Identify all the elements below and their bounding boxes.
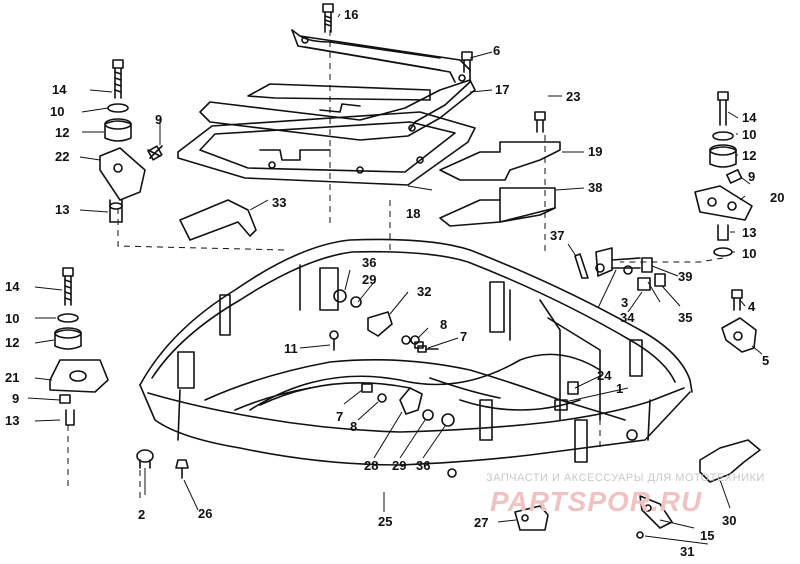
linkage-parts-shape: [574, 247, 666, 291]
part-label-8a: 8: [440, 317, 448, 332]
part-label-12b: 12: [742, 148, 757, 163]
upper-small-parts-shape: [329, 289, 439, 353]
seal-frame-shape: [199, 29, 476, 141]
right-mount-stack-shape: [694, 91, 753, 257]
lower-left-stack-shape: [49, 267, 109, 426]
part-label-10b: 10: [742, 127, 757, 142]
part-label-3: 3: [621, 295, 629, 310]
watermark-logo: PARTSPOR.RU: [490, 486, 703, 517]
part-label-10a: 10: [50, 104, 65, 119]
bottom-fasteners-shape: [136, 449, 189, 479]
part-label-13c: 13: [5, 413, 20, 428]
part-label-20: 20: [770, 190, 785, 205]
mounting-plate-shape: [177, 111, 476, 186]
part-label-12a: 12: [55, 125, 70, 140]
part-label-18: 18: [406, 206, 421, 221]
part-label-32: 32: [417, 284, 432, 299]
part-label-21: 21: [5, 370, 20, 385]
lower-cover-shape: [139, 238, 693, 478]
part-label-34: 34: [620, 310, 635, 325]
part-label-5: 5: [762, 353, 770, 368]
part-label-7b: 7: [336, 409, 344, 424]
part-label-9a: 9: [155, 112, 163, 127]
part-label-4: 4: [748, 299, 756, 314]
lower-small-parts-shape: [361, 335, 579, 427]
bolt-16-shape: [322, 3, 334, 33]
part-label-15: 15: [700, 528, 715, 543]
part-label-28: 28: [364, 458, 379, 473]
part-label-23: 23: [566, 89, 581, 104]
part-label-25: 25: [378, 514, 393, 529]
part-label-33: 33: [272, 195, 287, 210]
plate-38-shape: [439, 187, 556, 227]
part-label-13a: 13: [55, 202, 70, 217]
part-label-10d: 10: [5, 311, 20, 326]
watermark-caption: ЗАПЧАСТИ И АКСЕССУАРЫ ДЛЯ МОТОТЕХНИКИ: [486, 472, 765, 484]
part-label-38: 38: [588, 180, 603, 195]
part-label-17: 17: [495, 82, 510, 97]
part-label-29a: 29: [362, 272, 377, 287]
part-label-14b: 14: [742, 110, 757, 125]
part-label-30: 30: [722, 513, 737, 528]
part-label-1: 1: [616, 381, 624, 396]
left-mount-stack-shape: [99, 59, 163, 223]
part-label-37: 37: [550, 228, 565, 243]
bottom-right-parts-shape: [514, 495, 673, 539]
part-label-7a: 7: [460, 329, 468, 344]
part-label-14c: 14: [5, 279, 20, 294]
part-label-19: 19: [588, 144, 603, 159]
screw-23-shape: [534, 111, 546, 133]
part-label-13b: 13: [742, 225, 757, 240]
part-label-10c: 10: [742, 246, 757, 261]
part-label-24: 24: [597, 368, 612, 383]
part-label-29b: 29: [392, 458, 407, 473]
part-label-16: 16: [344, 7, 359, 22]
part-label-31: 31: [680, 544, 695, 559]
part-label-22: 22: [55, 149, 70, 164]
part-label-27: 27: [474, 515, 489, 530]
part-label-9b: 9: [748, 169, 756, 184]
part-label-26: 26: [198, 506, 213, 521]
part-label-8b: 8: [350, 419, 358, 434]
plate-19-shape: [439, 141, 561, 181]
part-label-35: 35: [678, 310, 693, 325]
part-label-39: 39: [678, 269, 693, 284]
part-label-36a: 36: [362, 255, 377, 270]
part-label-6: 6: [493, 43, 501, 58]
part-label-14a: 14: [52, 82, 67, 97]
handle-30-shape: [699, 439, 761, 483]
bolt-6-shape: [461, 51, 473, 73]
part-label-36b: 36: [416, 458, 431, 473]
part-label-2: 2: [138, 507, 146, 522]
lever-33-shape: [179, 199, 257, 241]
part-label-12c: 12: [5, 335, 20, 350]
part-label-9c: 9: [12, 391, 20, 406]
part-label-11: 11: [284, 341, 298, 356]
